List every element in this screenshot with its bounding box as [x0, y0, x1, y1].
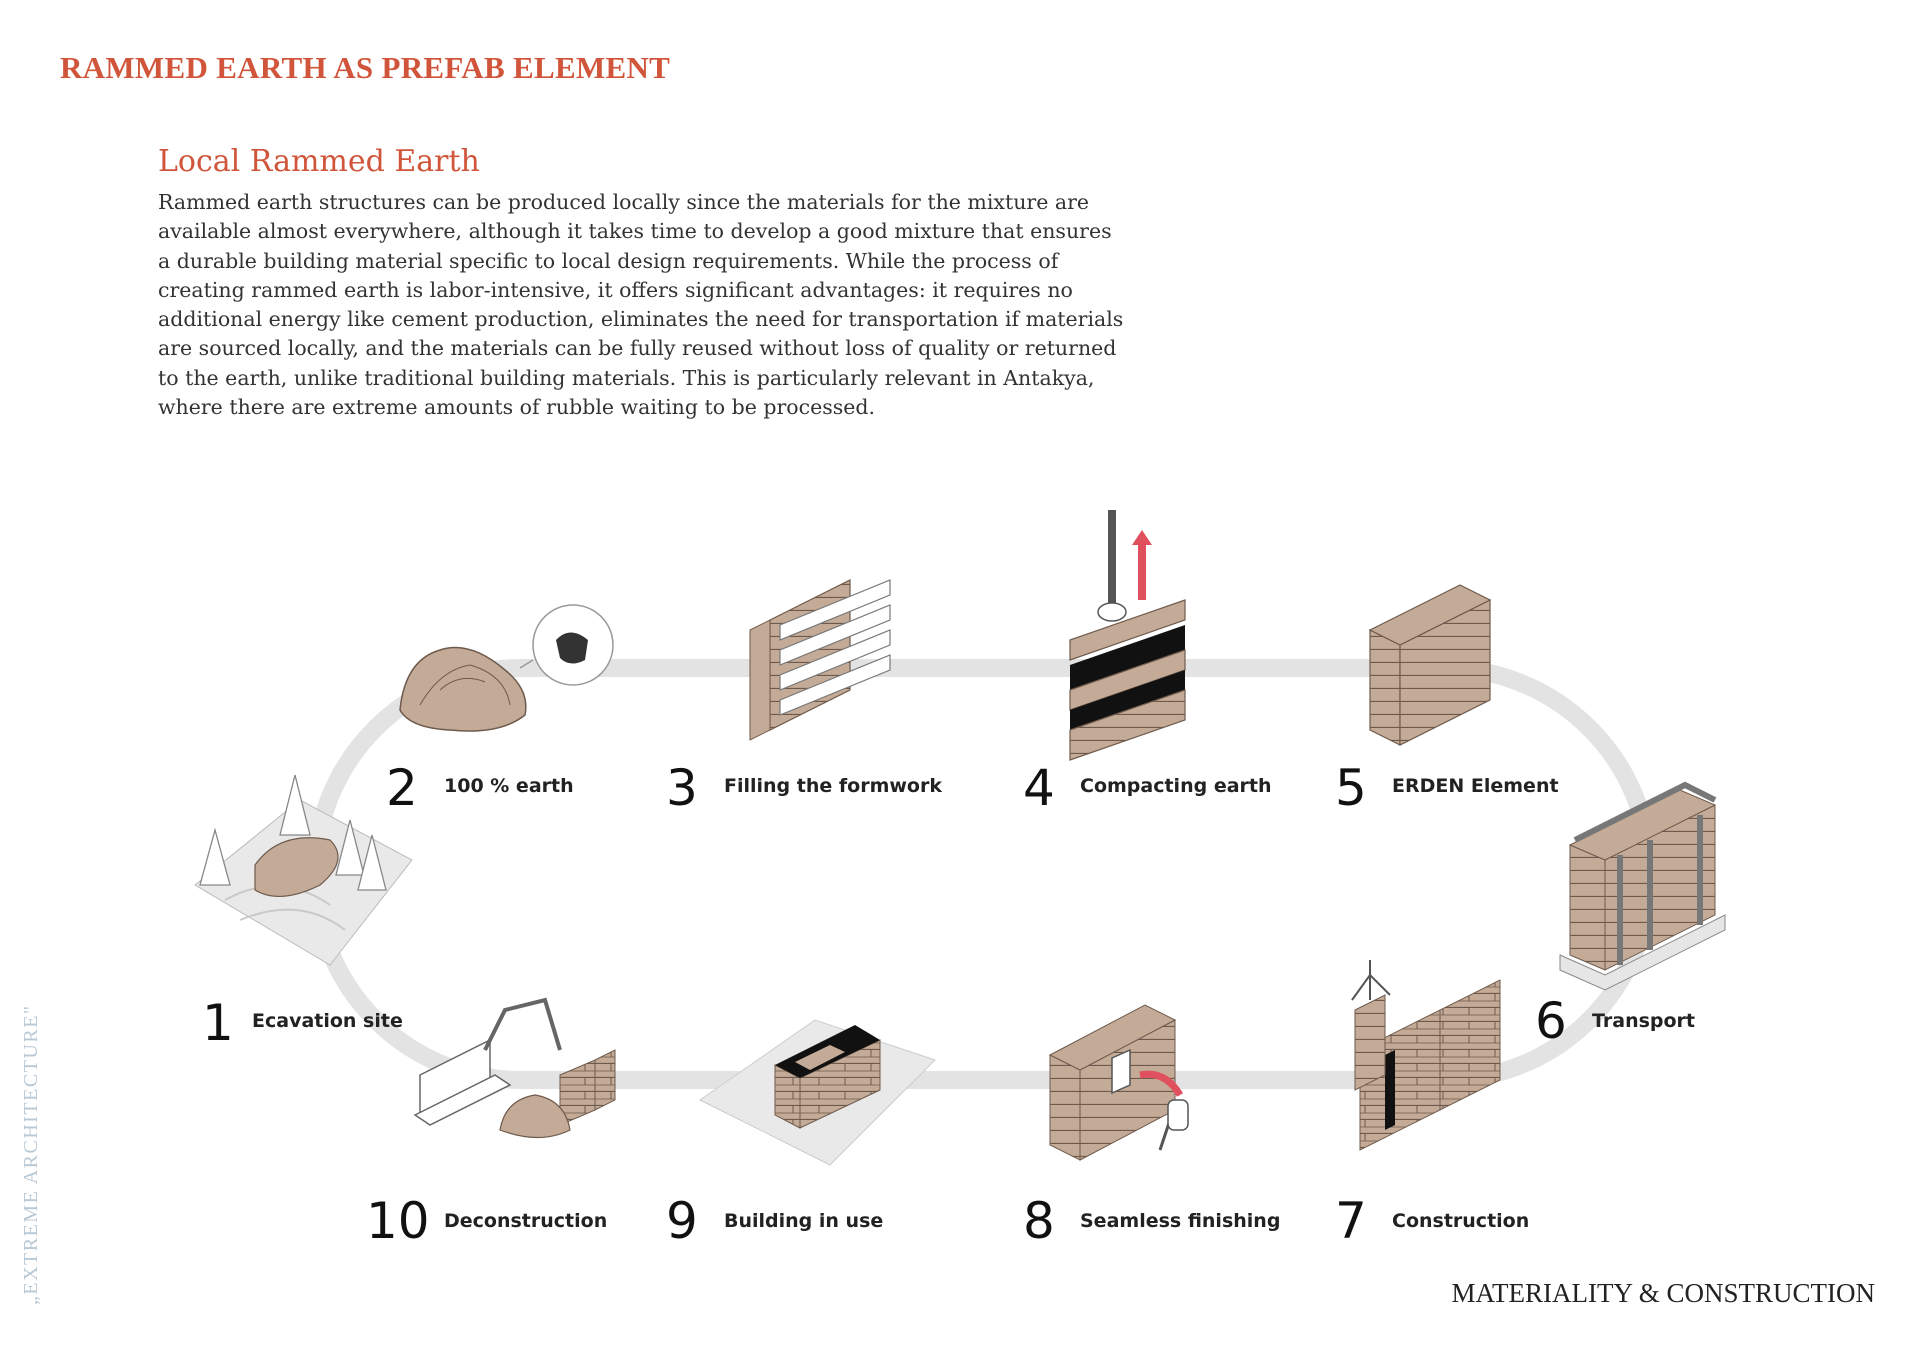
step-4: 4 Compacting earth — [1023, 759, 1272, 817]
step-number: 10 — [366, 1192, 430, 1250]
step-6: 6 Transport — [1535, 992, 1695, 1050]
step-number: 5 — [1335, 759, 1367, 817]
step-2: 2 100 % earth — [386, 759, 574, 817]
step-label: Filling the formwork — [724, 775, 942, 797]
page-title: RAMMED EARTH AS PREFAB ELEMENT — [60, 50, 671, 85]
building-in-use-illustration — [699, 1019, 936, 1166]
excavation-site-illustration — [194, 774, 413, 966]
step-label: Deconstruction — [444, 1210, 607, 1232]
intro-paragraph: Rammed earth structures can be produced … — [158, 190, 1124, 420]
deconstruction-illustration — [413, 997, 616, 1139]
step-label: Compacting earth — [1080, 775, 1272, 797]
step-3: 3 Filling the formwork — [666, 759, 942, 817]
compacting-earth-illustration — [1069, 510, 1186, 761]
step-number: 1 — [202, 994, 234, 1052]
step-number: 9 — [666, 1192, 698, 1250]
step-7: 7 Construction — [1335, 1192, 1529, 1250]
section-title: Local Rammed Earth — [158, 144, 480, 179]
step-number: 2 — [386, 759, 418, 817]
step-label: Building in use — [724, 1210, 883, 1232]
construction-illustration — [1351, 960, 1501, 1151]
step-number: 4 — [1023, 759, 1055, 817]
step-label: Seamless finishing — [1080, 1210, 1280, 1232]
step-number: 6 — [1535, 992, 1567, 1050]
erden-element-illustration — [1368, 584, 1492, 746]
step-1: 1 Ecavation site — [202, 994, 403, 1052]
earth-mound-illustration — [399, 604, 614, 732]
step-label: ERDEN Element — [1392, 775, 1559, 797]
step-label: Ecavation site — [252, 1010, 403, 1032]
step-8: 8 Seamless finishing — [1023, 1192, 1280, 1250]
step-number: 3 — [666, 759, 698, 817]
transport-crate-illustration — [1559, 781, 1726, 991]
step-number: 8 — [1023, 1192, 1055, 1250]
formwork-illustration — [749, 579, 891, 741]
step-5: 5 ERDEN Element — [1335, 759, 1559, 817]
footer-section-label: MATERIALITY & CONSTRUCTION — [1451, 1278, 1875, 1308]
step-10: 10 Deconstruction — [366, 1192, 607, 1250]
seamless-finishing-illustration — [1048, 1004, 1189, 1161]
step-9: 9 Building in use — [666, 1192, 883, 1250]
step-label: Transport — [1592, 1010, 1695, 1032]
step-label: 100 % earth — [444, 775, 574, 797]
step-number: 7 — [1335, 1192, 1367, 1250]
step-label: Construction — [1392, 1210, 1529, 1232]
